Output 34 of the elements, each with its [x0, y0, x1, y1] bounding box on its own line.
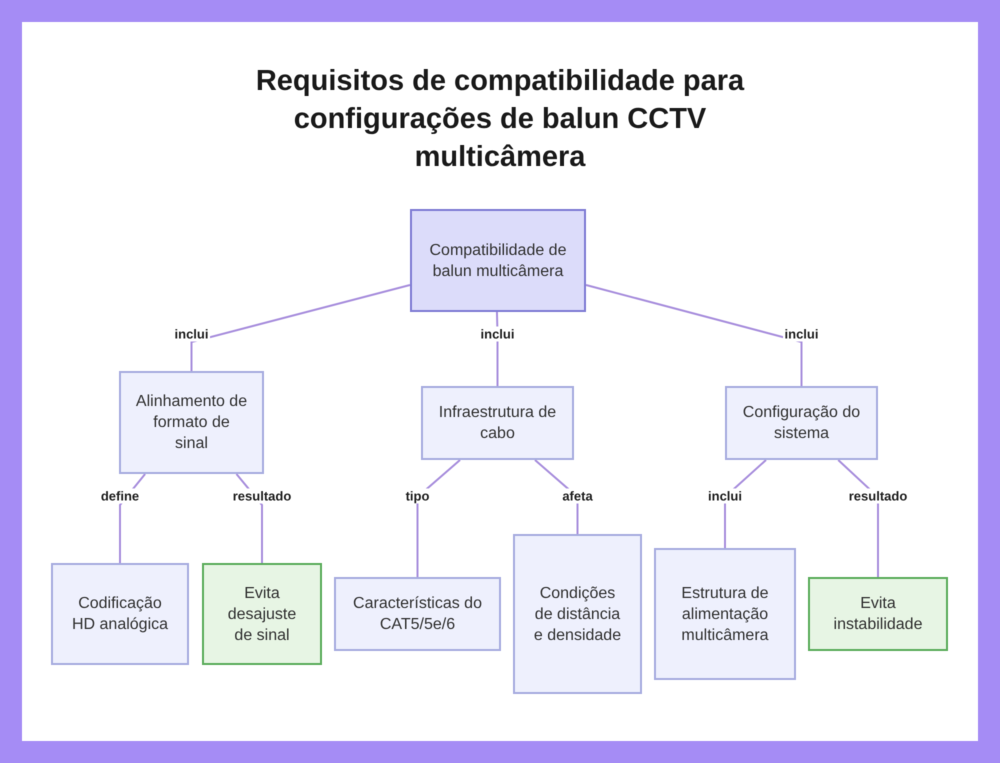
concept-box — [725, 386, 878, 460]
node-text: Condições de distância e densidade — [532, 584, 622, 646]
connector-line — [586, 284, 802, 386]
node-text: Infraestrutura de cabo — [438, 403, 558, 444]
node-text: Evita desajuste de sinal — [226, 584, 298, 646]
edge-label: tipo — [404, 488, 432, 504]
edge-label: define — [98, 488, 142, 504]
concept-box — [654, 548, 796, 680]
concept-box — [410, 209, 586, 312]
connector-line — [416, 459, 461, 577]
connector-line — [190, 284, 410, 371]
node-text: Alinhamento de formato de sinal — [134, 392, 248, 454]
concept-box — [202, 563, 322, 665]
diagram-title: Requisitos de compatibilidade para configurações de balun CCTV multicâmera — [254, 64, 746, 175]
node-text: Estrutura de alimentação multicâmera — [680, 584, 770, 646]
edge-label: inclui — [782, 326, 820, 342]
concept-box — [513, 534, 642, 694]
node-text: Compatibilidade de balun multicâmera — [428, 240, 568, 282]
node-text: Codificação HD analógica — [70, 594, 170, 635]
concept-box — [808, 577, 948, 651]
edge-label: resultado — [230, 488, 294, 504]
edge-label: inclui — [478, 326, 516, 342]
node-text: Características do CAT5/5e/6 — [352, 594, 483, 635]
concept-box — [51, 563, 189, 665]
concept-box — [119, 371, 264, 474]
edge-label: resultado — [846, 488, 910, 504]
concept-box — [334, 577, 501, 651]
edge-label: inclui — [172, 326, 210, 342]
concept-box — [421, 386, 574, 460]
node-text: Evita instabilidade — [832, 594, 924, 635]
connector-line — [838, 459, 879, 577]
edge-label: afeta — [560, 488, 595, 504]
node-text: Configuração do sistema — [742, 403, 862, 444]
edge-label: inclui — [706, 488, 744, 504]
